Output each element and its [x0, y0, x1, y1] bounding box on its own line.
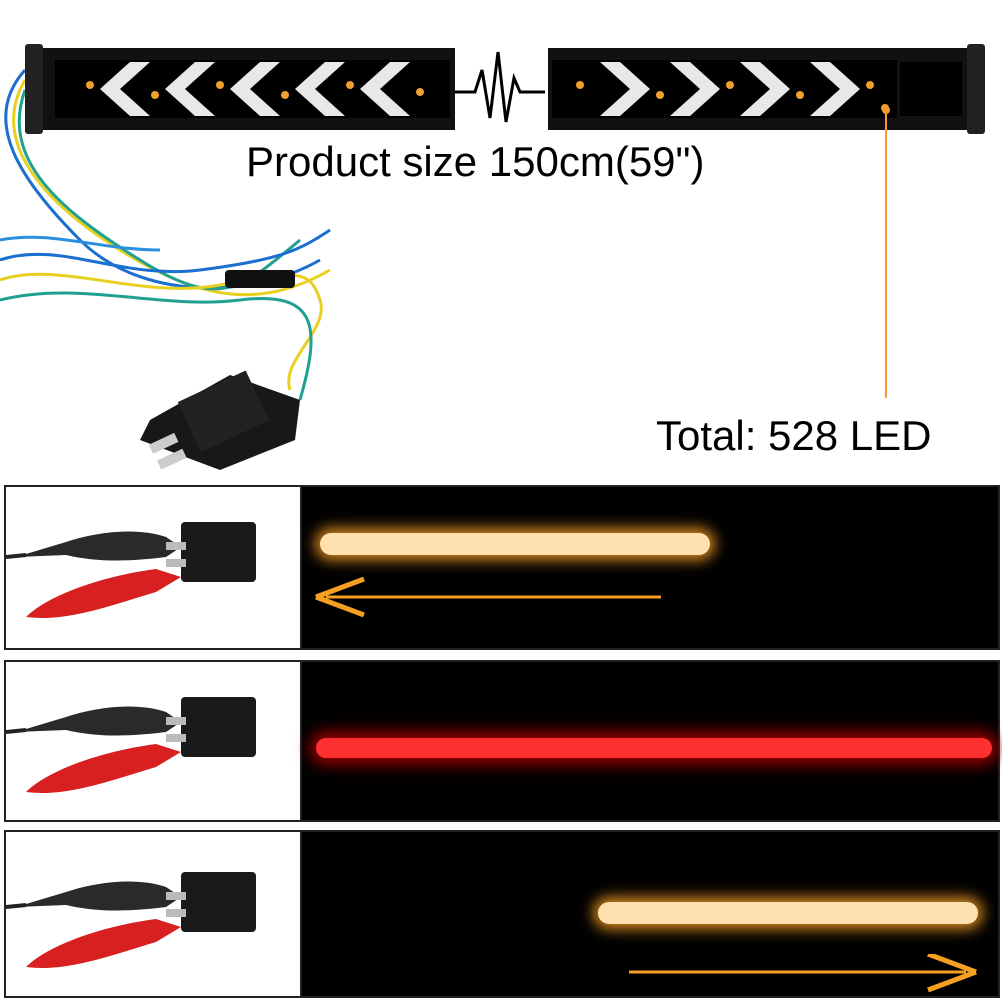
- four-pin-connector: [140, 370, 300, 470]
- break-symbol: [455, 51, 545, 123]
- amber-led-glow: [598, 902, 978, 924]
- product-size-label: Product size 150cm(59"): [246, 138, 705, 185]
- led-chevrons: [86, 62, 889, 116]
- clip-connection-image: [4, 662, 302, 820]
- amber-led-glow: [320, 533, 710, 555]
- arrow-left-icon: [315, 577, 661, 617]
- red-led-glow: [316, 738, 992, 758]
- led-strip-illustration: [0, 44, 985, 470]
- clip-connection-image: [4, 487, 302, 648]
- arrow-right-icon: [629, 954, 977, 993]
- mode-panel-right-turn: [4, 830, 1000, 998]
- mode-panel-brake: [4, 660, 1000, 822]
- led-count-label: Total: 528 LED: [656, 412, 932, 459]
- mode-panel-left-turn: [4, 485, 1000, 650]
- inline-connector: [225, 270, 295, 288]
- clip-connection-image: [4, 832, 302, 996]
